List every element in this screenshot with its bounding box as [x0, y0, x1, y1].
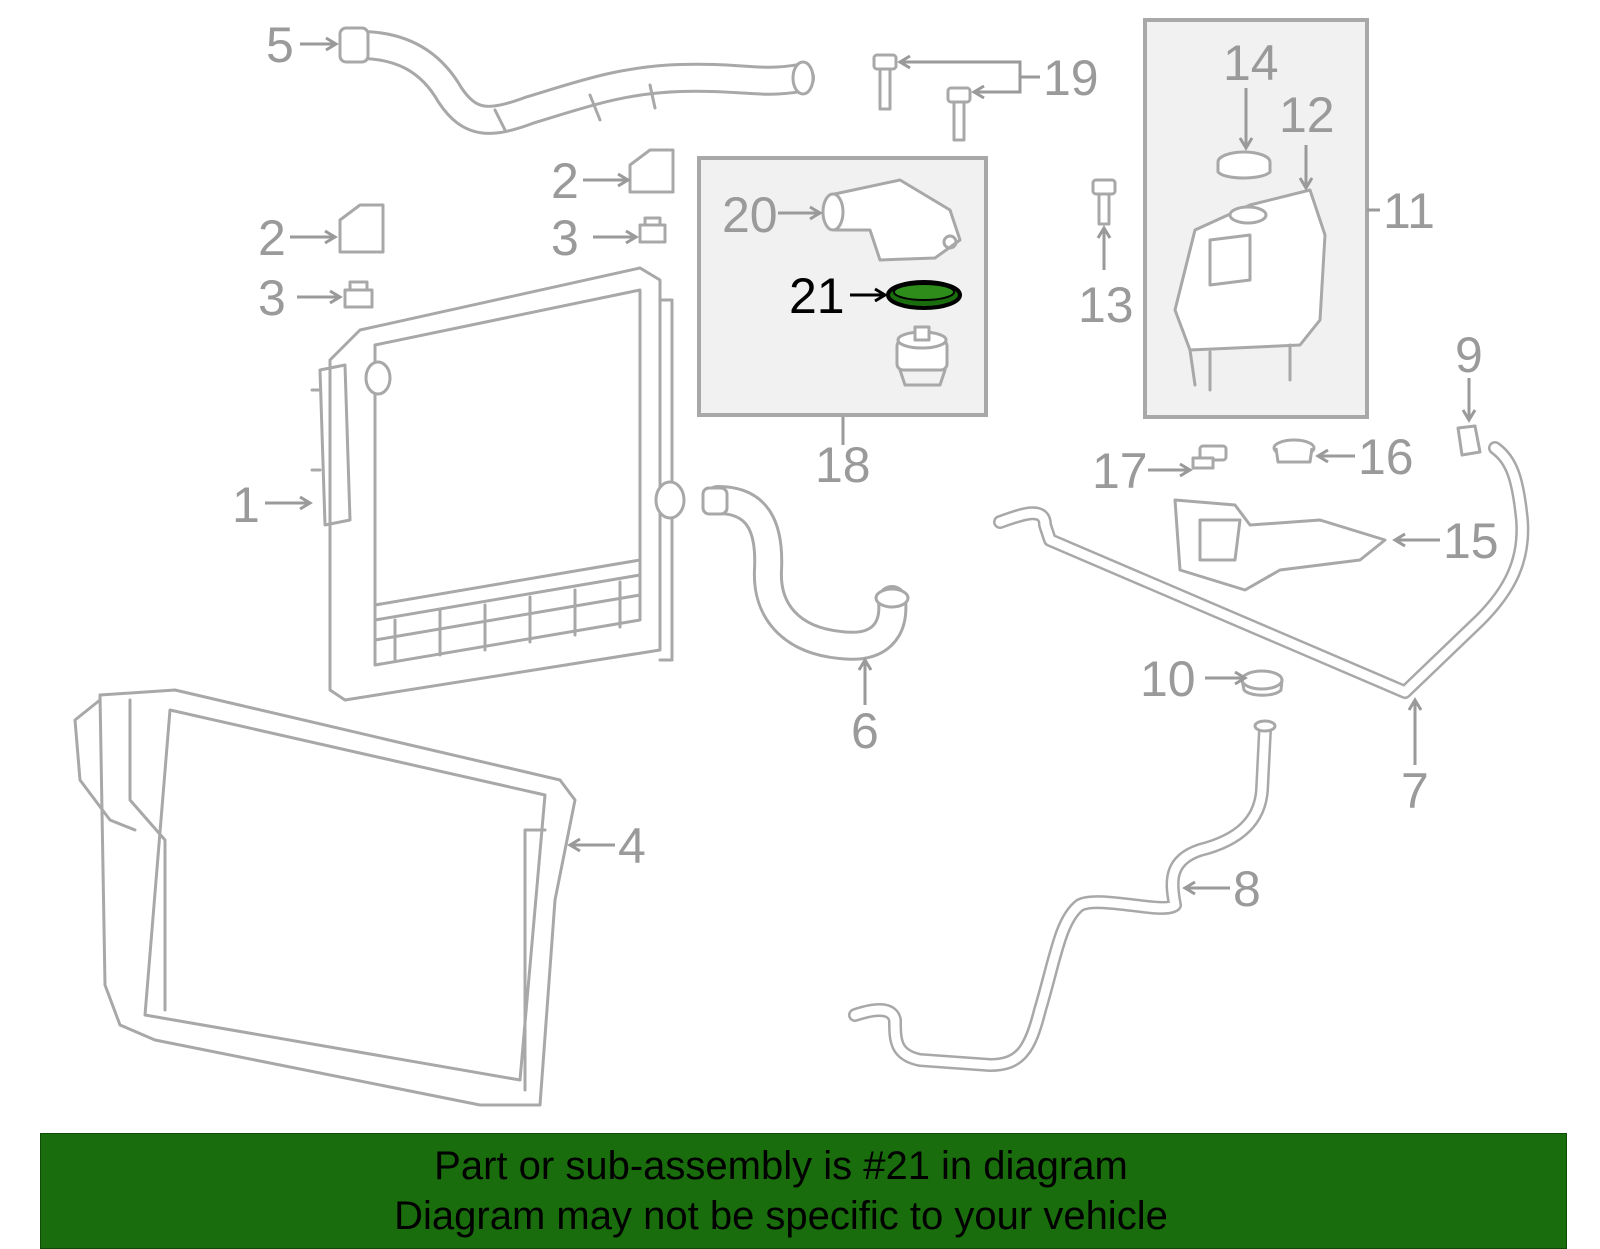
callout-5: 5	[266, 17, 294, 73]
leader-2a	[583, 172, 631, 188]
leader-14	[1238, 88, 1254, 151]
part-17-bolt	[1191, 444, 1228, 470]
callout-13: 13	[1078, 277, 1134, 333]
callout-3b: 3	[258, 270, 286, 326]
callout-18: 18	[815, 437, 871, 493]
part-8-hose	[848, 719, 1277, 1072]
leader-3b	[297, 289, 343, 305]
callout-10: 10	[1140, 651, 1196, 707]
leader-19	[897, 54, 1040, 100]
callout-labels: 1 2 2 3 3 4 5 6 7 8 9 10 11 12 13 14 15 …	[232, 17, 1499, 917]
callout-8: 8	[1233, 861, 1261, 917]
part-19-bolts	[872, 53, 972, 142]
leader-3a	[593, 229, 639, 245]
leader-7	[1407, 697, 1423, 765]
banner-line-2: Diagram may not be specific to your vehi…	[394, 1194, 1168, 1238]
callout-16: 16	[1358, 429, 1414, 485]
leader-9	[1461, 378, 1477, 423]
part-9-clamp	[1456, 424, 1482, 457]
leader-12	[1298, 145, 1314, 191]
part-21-gasket	[886, 280, 962, 310]
callout-2a: 2	[551, 153, 579, 209]
callout-7: 7	[1401, 763, 1429, 819]
part-3-grommets	[343, 216, 667, 309]
part-4-shroud	[73, 688, 577, 1107]
callout-19: 19	[1043, 50, 1099, 106]
leader-5	[300, 36, 339, 52]
part-1-radiator	[310, 266, 686, 702]
callout-20: 20	[722, 187, 778, 243]
part-7-tube	[993, 441, 1530, 699]
callout-21: 21	[789, 268, 845, 324]
part-20-thermostat-housing	[821, 178, 962, 262]
callout-17: 17	[1092, 443, 1148, 499]
callout-3a: 3	[551, 210, 579, 266]
part-15-bracket	[1173, 498, 1387, 592]
leader-lines	[265, 36, 1477, 896]
leader-1	[265, 495, 313, 511]
callout-15: 15	[1443, 513, 1499, 569]
leader-17	[1148, 462, 1193, 478]
leader-20	[778, 205, 823, 221]
banner-line-1: Part or sub-assembly is #21 in diagram	[434, 1144, 1128, 1188]
callout-11: 11	[1383, 183, 1435, 239]
part-5-upper-hose	[338, 26, 815, 135]
callout-9: 9	[1455, 327, 1483, 383]
thermostat	[895, 325, 949, 387]
part-13-bolt	[1091, 178, 1117, 226]
leader-16	[1315, 448, 1355, 464]
part-6-lower-hose	[701, 485, 910, 661]
leader-8	[1182, 880, 1230, 896]
info-banner: Part or sub-assembly is #21 in diagram D…	[40, 1133, 1567, 1249]
leader-13	[1096, 225, 1112, 270]
leader-15	[1392, 532, 1440, 548]
callout-2b: 2	[258, 210, 286, 266]
leader-2b	[290, 229, 338, 245]
callout-6: 6	[851, 703, 879, 759]
part-16-grommet	[1272, 438, 1316, 464]
part-14-cap	[1216, 150, 1272, 180]
leader-10	[1205, 670, 1248, 686]
part-2-brackets	[338, 148, 675, 254]
callout-4: 4	[618, 818, 646, 874]
part-12-reservoir	[1173, 188, 1327, 392]
callout-12: 12	[1279, 87, 1335, 143]
part-10-clamp	[1240, 669, 1284, 697]
leader-4	[567, 837, 615, 853]
leader-21	[850, 287, 888, 303]
callout-14: 14	[1223, 35, 1279, 91]
leader-6	[857, 657, 873, 705]
callout-1: 1	[232, 477, 260, 533]
